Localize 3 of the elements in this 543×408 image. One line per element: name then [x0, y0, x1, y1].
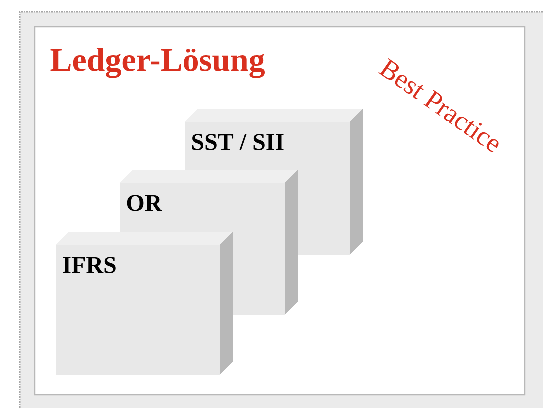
title: Ledger-Lösung [50, 48, 265, 78]
block: IFRS [56, 232, 233, 376]
node-label: OR [127, 195, 162, 212]
